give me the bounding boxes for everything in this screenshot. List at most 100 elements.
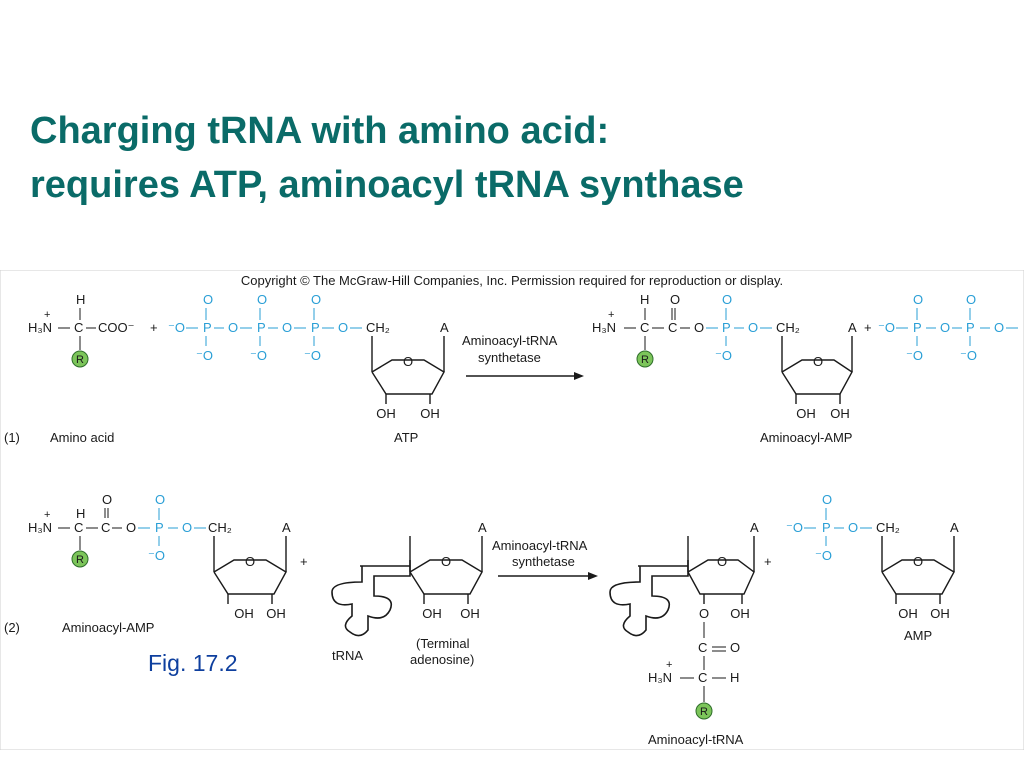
amino-group: H₃N	[592, 320, 616, 335]
ribose-ring	[881, 536, 955, 604]
ring-oxygen: O	[245, 554, 255, 569]
ribose-ring	[213, 536, 287, 604]
atom-h: H	[640, 292, 649, 307]
oxygen-minus: ⁻O	[878, 320, 895, 335]
charge-plus: +	[666, 659, 672, 671]
oxo-1: O	[913, 292, 923, 307]
r-group-icon	[71, 550, 89, 568]
reaction-diagram: Copyright © The McGraw-Hill Companies, I…	[0, 270, 1024, 750]
plus-sign: +	[864, 320, 872, 335]
trna-icon	[331, 560, 411, 637]
atp-label: ATP	[394, 430, 418, 445]
oxygen-minus-1: ⁻O	[906, 348, 923, 363]
amino-group: H₃N	[648, 670, 672, 685]
slide-title: Charging tRNA with amino acid: requires …	[30, 104, 744, 212]
adenine-base: A	[440, 320, 449, 335]
terminal-label-1: (Terminal	[416, 636, 470, 651]
ring-oxygen: O	[441, 554, 451, 569]
reaction-1: H + H₃N C COO⁻ R + ⁻O P O ⁻O O	[4, 292, 1018, 445]
adenine-base: A	[478, 520, 487, 535]
ester-o: O	[694, 320, 704, 335]
hydroxyl-3: OH	[730, 606, 750, 621]
bridge-o-2: O	[282, 320, 292, 335]
oxygen-minus-1: ⁻O	[196, 348, 213, 363]
bridge-o: O	[940, 320, 950, 335]
ring-oxygen: O	[403, 354, 413, 369]
aminoacyl-trna-label: Aminoacyl-tRNA	[648, 732, 744, 747]
phosphorus-1: P	[203, 320, 212, 335]
charge-plus: +	[608, 309, 614, 321]
step-2-label: (2)	[4, 620, 20, 635]
bridge-o-1: O	[228, 320, 238, 335]
carbonyl-o: O	[102, 492, 112, 507]
terminal-label-2: adenosine)	[410, 652, 474, 667]
carbonyl-c: C	[668, 320, 677, 335]
ch2-group: CH₂	[776, 320, 800, 335]
oxygen-minus: ⁻O	[715, 348, 732, 363]
trna-molecule: tRNA A O OH OH (Terminal adenosine)	[331, 520, 487, 667]
oxygen-minus-2: ⁻O	[250, 348, 267, 363]
atom-h: H	[76, 506, 85, 521]
hydroxyl-2: OH	[376, 406, 396, 421]
oxygen-minus-2: ⁻O	[960, 348, 977, 363]
alpha-carbon: C	[640, 320, 649, 335]
oxygen-minus-3: ⁻O	[304, 348, 321, 363]
amp-label: AMP	[904, 628, 932, 643]
adenine-base: A	[848, 320, 857, 335]
ring-oxygen: O	[717, 554, 727, 569]
hydroxyl-2: OH	[234, 606, 254, 621]
reaction-2: O H + H₃N C C O R P O ⁻O O	[4, 492, 959, 747]
aminoacyl-trna-product: A O O OH C O + H₃N C H R	[609, 520, 759, 747]
charge-plus: +	[44, 309, 50, 321]
carbonyl-o: O	[730, 640, 740, 655]
r-group-icon	[636, 350, 654, 368]
oxo: O	[822, 492, 832, 507]
phosphorus-1: P	[913, 320, 922, 335]
figure-panel: Copyright © The McGraw-Hill Companies, I…	[0, 270, 1024, 750]
amino-acid: H + H₃N C COO⁻ R	[28, 292, 134, 368]
aminoacyl-amp-label: Aminoacyl-AMP	[760, 430, 852, 445]
phosphorus-2: P	[257, 320, 266, 335]
ring-oxygen: O	[813, 354, 823, 369]
adenine-base: A	[750, 520, 759, 535]
ribose-ring	[687, 536, 755, 604]
carbonyl-o: O	[670, 292, 680, 307]
phosphorus: P	[822, 520, 831, 535]
ester-o: O	[126, 520, 136, 535]
bridge-o: O	[748, 320, 758, 335]
oxygen-minus: ⁻O	[786, 520, 803, 535]
aminoacyl-amp-product: H O + H₃N C C O R P O ⁻O O	[592, 292, 857, 421]
trna-label: tRNA	[332, 648, 363, 663]
r-group-label: R	[76, 554, 84, 566]
oxygen-minus: ⁻O	[148, 548, 165, 563]
arrowhead-2	[588, 572, 598, 580]
charge-plus: +	[44, 509, 50, 521]
alpha-carbon: C	[74, 520, 83, 535]
ribose-ring	[781, 336, 853, 404]
enzyme-label-1b: synthetase	[478, 350, 541, 365]
oxygen-minus-2: ⁻O	[815, 548, 832, 563]
pyrophosphate: ⁻O P O ⁻O O P O ⁻O O	[878, 292, 1018, 363]
ribose-ring	[371, 336, 445, 404]
hydroxyl-3: OH	[420, 406, 440, 421]
bridge-o: O	[182, 520, 192, 535]
ch2-group: CH₂	[366, 320, 390, 335]
hydroxyl-3: OH	[830, 406, 850, 421]
aminoacyl-amp-reactant: O H + H₃N C C O R P O ⁻O O	[28, 492, 291, 621]
step-1-label: (1)	[4, 430, 20, 445]
r-group-label: R	[76, 354, 84, 366]
trna-icon	[609, 560, 689, 637]
figure-caption: Fig. 17.2	[148, 650, 238, 676]
title-line-2: requires ATP, aminoacyl tRNA synthase	[30, 164, 744, 206]
carbonyl-c: C	[698, 640, 707, 655]
oxygen-minus: ⁻O	[168, 320, 185, 335]
oxo-1: O	[203, 292, 213, 307]
enzyme-label-2b: synthetase	[512, 554, 575, 569]
hydroxyl-3: OH	[930, 606, 950, 621]
enzyme-label-1a: Aminoacyl-tRNA	[462, 333, 558, 348]
hydroxyl-2: OH	[898, 606, 918, 621]
phosphorus: P	[722, 320, 731, 335]
triphosphate: ⁻O P O ⁻O O P O ⁻O O P O	[168, 292, 362, 363]
adenine-base: A	[950, 520, 959, 535]
carbonyl-c: C	[101, 520, 110, 535]
